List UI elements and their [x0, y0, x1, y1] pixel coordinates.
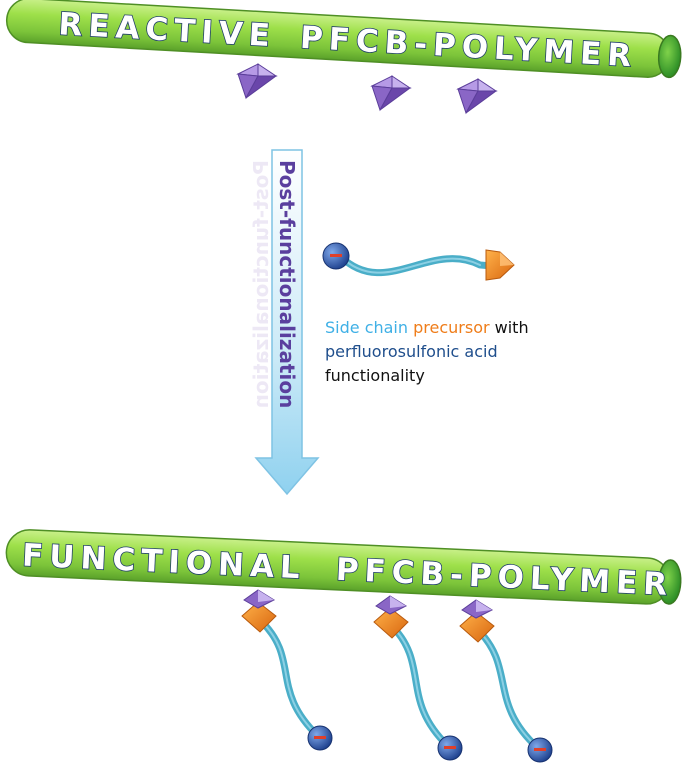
arrow-label-reflection: Post-functionalization [249, 160, 273, 408]
attached-side-chain-3 [474, 626, 542, 752]
legend-functionality: functionality [325, 366, 425, 385]
post-functionalization-arrow: Post-functionalization Post-functionaliz… [249, 149, 320, 496]
reactive-polymer-rod: REACTIVE PFCB-POLYMER [5, 0, 682, 79]
sulfonic-acid-bead-icon [322, 242, 350, 270]
sulfonic-acid-bead-icon [437, 735, 463, 761]
functional-polymer-rod: FUNCTIONAL PFCB-POLYMER [5, 529, 682, 605]
sulfonic-acid-bead-icon [307, 725, 333, 751]
legend-acid: perfluorosulfonic acid [325, 342, 498, 361]
attached-group-1 [241, 589, 277, 633]
side-chain-legend: Side chain precursor with perfluorosulfo… [325, 316, 625, 388]
legend-precursor: precursor [413, 318, 490, 337]
legend-line-1: Side chain precursor with [325, 316, 625, 340]
precursor-head-icon [485, 249, 515, 281]
legend-with: with [489, 318, 529, 337]
reactive-group-icon [456, 78, 498, 115]
attached-side-chain-2 [388, 622, 452, 750]
sulfonic-acid-bead-icon [527, 737, 553, 763]
attached-group-2 [373, 595, 409, 639]
reactive-group-icon [236, 63, 278, 100]
attached-group-3 [459, 599, 495, 643]
legend-side-chain: Side chain [325, 318, 414, 337]
attached-side-chain-1 [258, 618, 322, 740]
side-chain-icon [336, 252, 496, 277]
reactive-group-icon [370, 75, 412, 112]
arrow-label: Post-functionalization [275, 160, 299, 408]
